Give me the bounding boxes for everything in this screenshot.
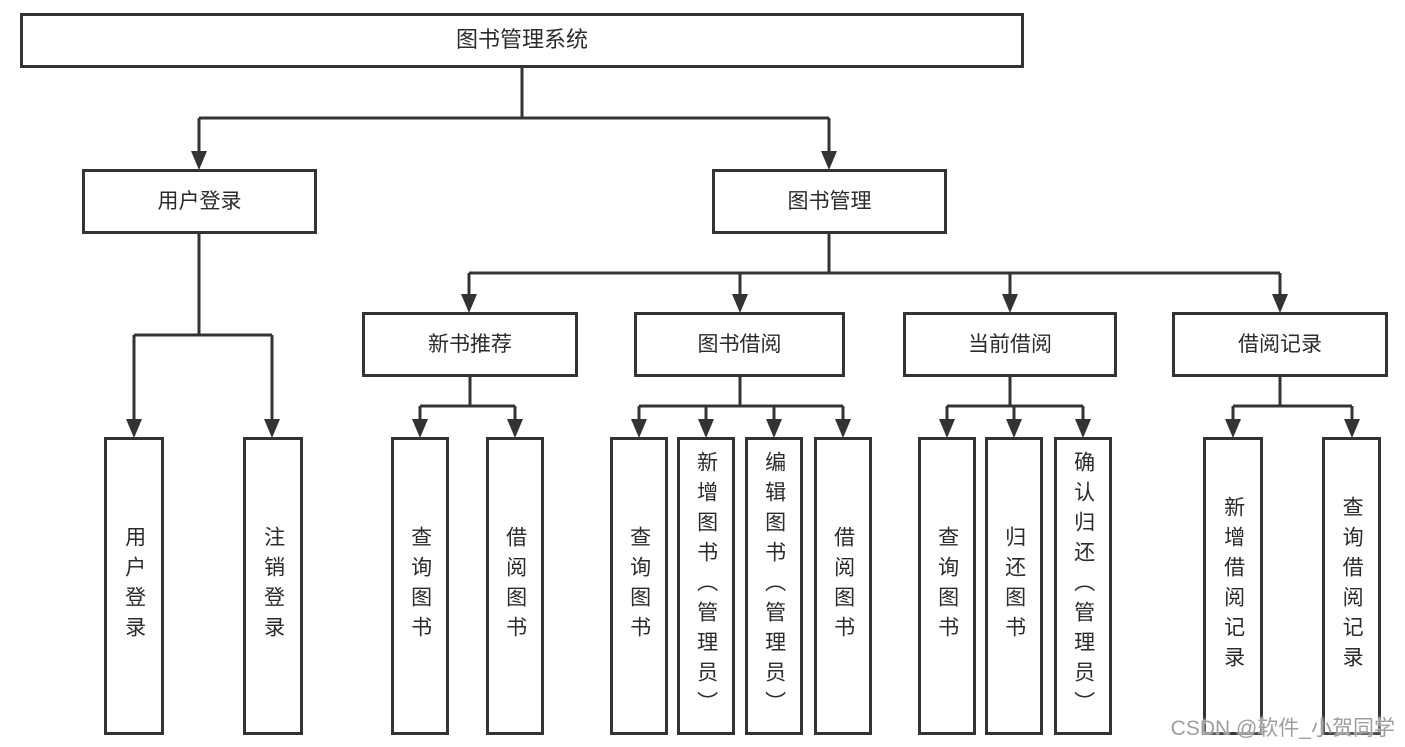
node-book-borrowing: 图书借阅 [634,312,845,377]
leaf-query-books-borrow: 查询图书 [610,437,668,735]
leaf-query-books-recommend: 查询图书 [391,437,449,735]
leaf-logout: 注销登录 [243,437,303,735]
node-current-borrowing: 当前借阅 [903,312,1117,377]
node-root: 图书管理系统 [20,13,1024,68]
node-new-book-recommendation: 新书推荐 [362,312,578,377]
node-book-management: 图书管理 [712,169,947,234]
leaf-user-login: 用户登录 [104,437,164,735]
leaf-add-books-admin: 新增图书（管理员） [677,437,735,735]
leaf-borrow-books-recommend: 借阅图书 [486,437,544,735]
leaf-add-borrow-record: 新增借阅记录 [1203,437,1263,735]
node-borrowing-records: 借阅记录 [1172,312,1388,377]
leaf-borrow-books-borrow: 借阅图书 [814,437,872,735]
node-user-login: 用户登录 [82,169,317,234]
leaf-edit-books-admin: 编辑图书（管理员） [745,437,803,735]
leaf-confirm-return-admin: 确认归还（管理员） [1054,437,1112,735]
leaf-return-books: 归还图书 [985,437,1043,735]
watermark: CSDN @软件_小贺同学 [1170,717,1395,740]
leaf-query-books-current: 查询图书 [918,437,976,735]
leaf-query-borrow-record: 查询借阅记录 [1322,437,1381,735]
